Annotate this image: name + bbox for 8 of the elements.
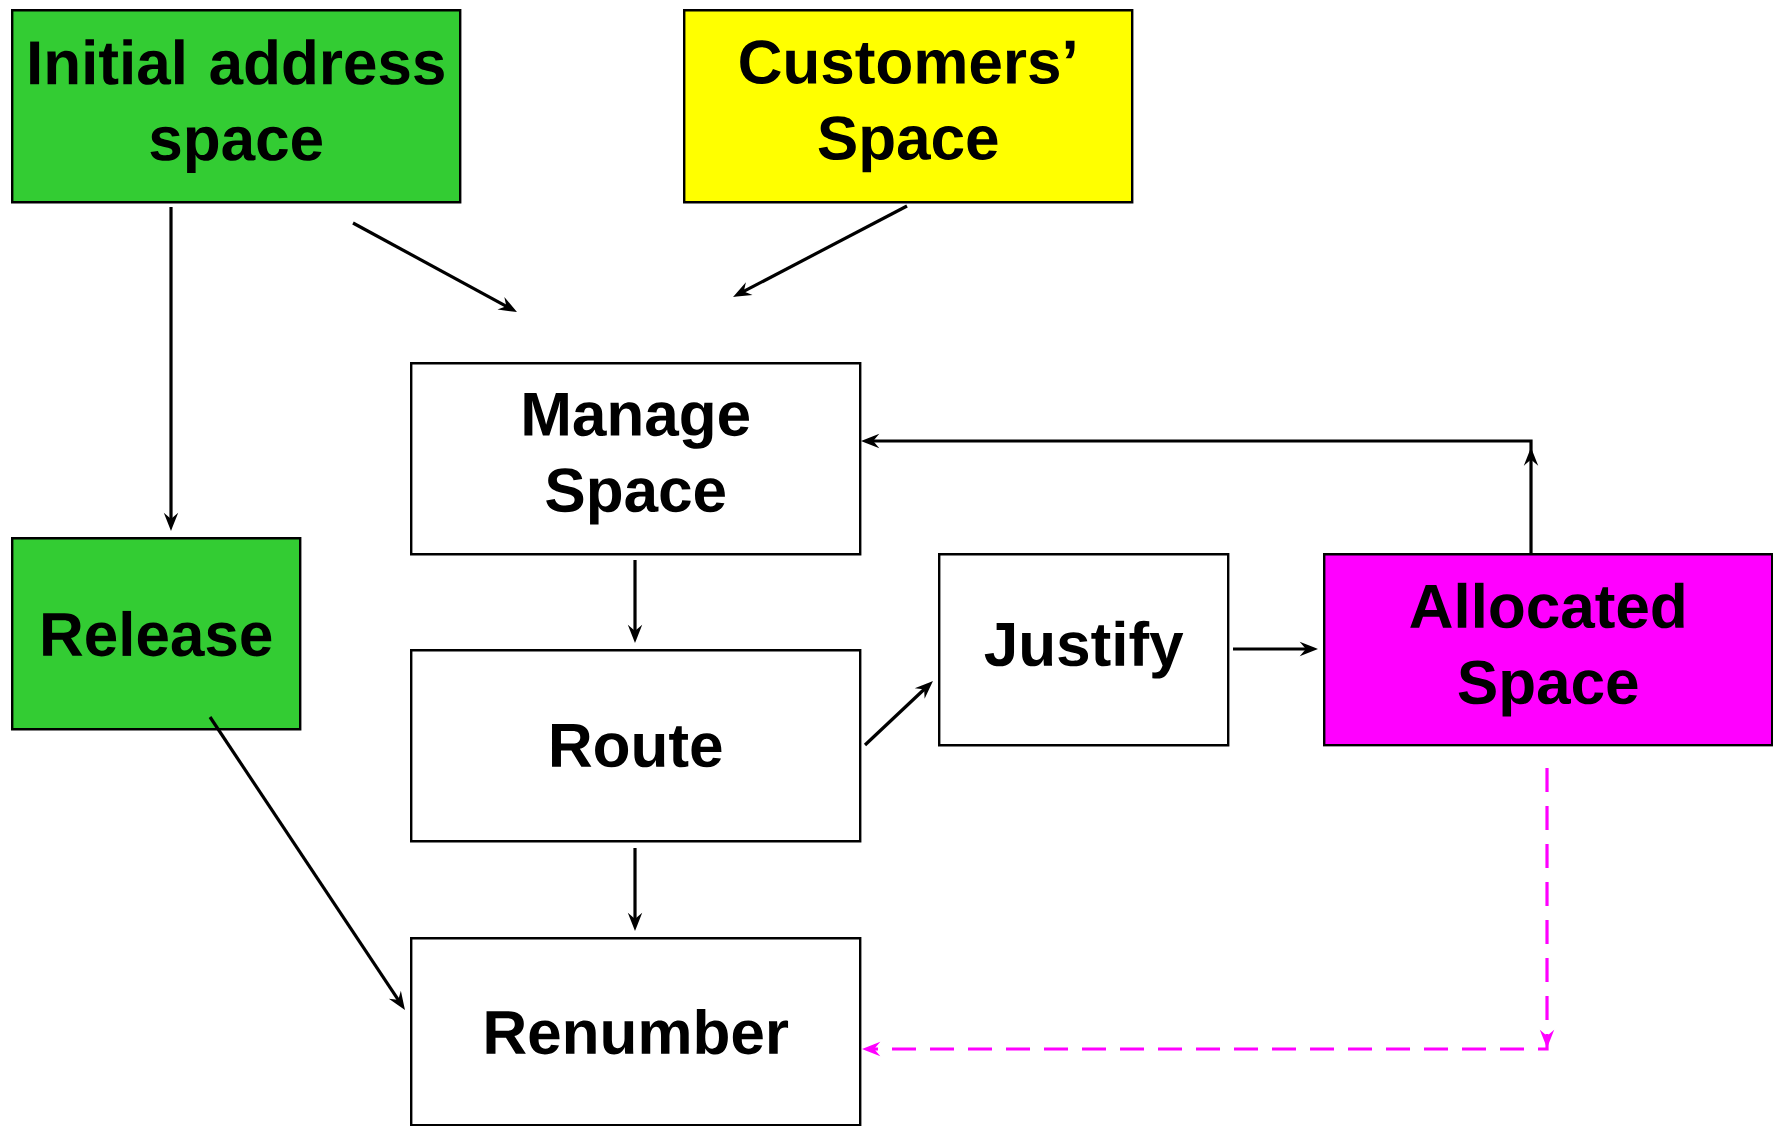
- process-box: Release: [11, 537, 302, 731]
- process-box: Route: [410, 649, 862, 843]
- process-box: Allocated Space: [1323, 553, 1773, 747]
- process-box: Renumber: [410, 937, 862, 1126]
- process-box: Justify: [938, 553, 1230, 747]
- process-box: Manage Space: [410, 362, 862, 556]
- process-box: Initial address space: [11, 9, 462, 204]
- process-box: Customers’ Space: [683, 9, 1134, 204]
